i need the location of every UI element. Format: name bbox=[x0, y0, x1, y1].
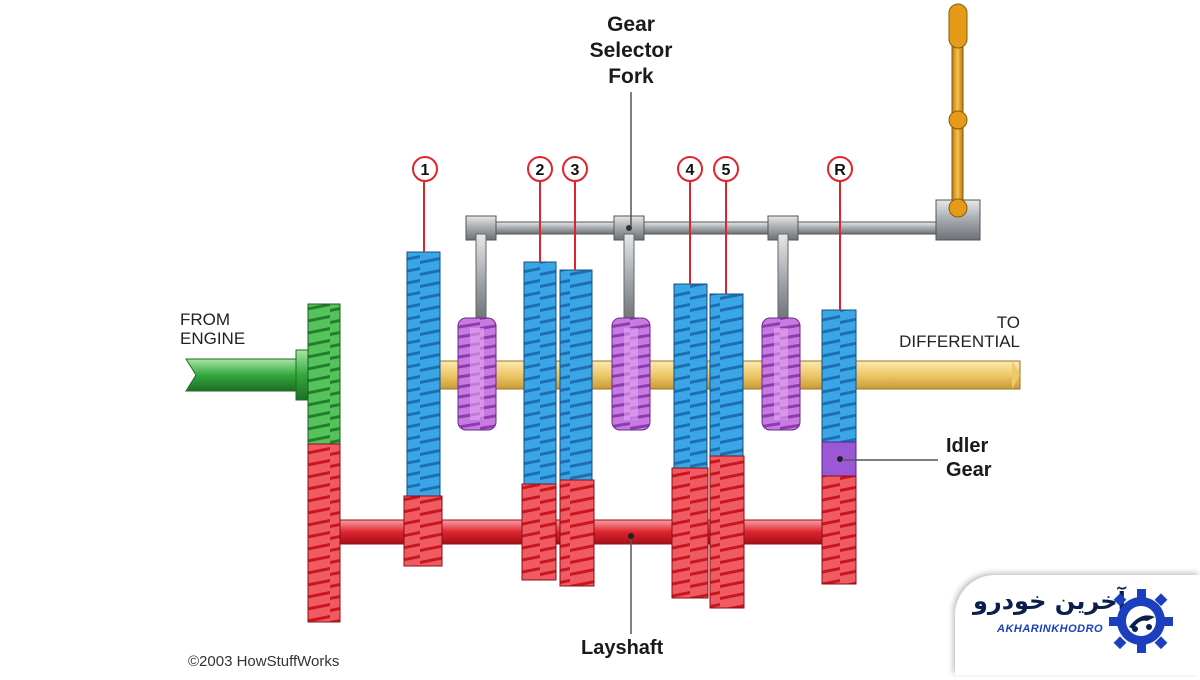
gear-4 bbox=[671, 283, 709, 599]
to-differential-label: TO DIFFERENTIAL bbox=[880, 313, 1020, 351]
gear-number-4: 4 bbox=[677, 156, 703, 182]
gear-1 bbox=[403, 251, 443, 567]
gear-shift-lever bbox=[935, 3, 981, 241]
gear-5 bbox=[709, 293, 745, 609]
gear-3 bbox=[559, 269, 595, 587]
to-differential-line1: TO bbox=[996, 313, 1020, 332]
gear-number-text: 4 bbox=[686, 162, 695, 179]
gear-number-text: 2 bbox=[536, 162, 545, 179]
copyright-text: ©2003 HowStuffWorks bbox=[188, 653, 340, 670]
brand-badge: آخرین خودرو AKHARINKHODRO bbox=[955, 575, 1200, 675]
idler-gear-line2: Gear bbox=[946, 459, 992, 481]
gear-number-5: 5 bbox=[713, 156, 739, 182]
callout-leaders bbox=[630, 92, 938, 634]
brand-name-fa: آخرین خودرو bbox=[973, 587, 1126, 615]
input-gear bbox=[307, 303, 341, 623]
from-engine-line2: ENGINE bbox=[180, 329, 246, 348]
to-differential-line2: DIFFERENTIAL bbox=[899, 332, 1020, 351]
brand-name-en: AKHARINKHODRO bbox=[997, 623, 1104, 635]
layshaft-label: Layshaft bbox=[581, 637, 664, 659]
brand-gear-logo-icon bbox=[1109, 589, 1173, 653]
gear-number-text: 5 bbox=[722, 162, 731, 179]
gear-number-1: 1 bbox=[412, 156, 438, 182]
from-engine-line1: FROM bbox=[180, 310, 231, 329]
idler-gear-line1: Idler bbox=[946, 435, 989, 457]
fork-label-line2: Selector bbox=[589, 39, 673, 62]
selector-rod bbox=[465, 215, 943, 323]
input-shaft bbox=[185, 349, 311, 401]
gear-number-2: 2 bbox=[527, 156, 553, 182]
synchro-collars bbox=[457, 317, 801, 431]
gear-r bbox=[821, 309, 857, 585]
gear-number-text: 1 bbox=[421, 162, 430, 179]
fork-label-line1: Gear bbox=[607, 13, 655, 36]
fork-label-line3: Fork bbox=[608, 65, 654, 88]
gear-number-r: R bbox=[827, 156, 853, 182]
idler-gear-label: Idler Gear bbox=[946, 434, 992, 482]
gear-number-leaders bbox=[423, 182, 841, 310]
gear-number-3: 3 bbox=[562, 156, 588, 182]
gear-number-text: R bbox=[834, 162, 846, 179]
gear-selector-fork-label: Gear Selector Fork bbox=[572, 12, 690, 90]
gear-2 bbox=[521, 261, 557, 581]
gear-number-text: 3 bbox=[571, 162, 580, 179]
from-engine-label: FROM ENGINE bbox=[180, 310, 245, 348]
